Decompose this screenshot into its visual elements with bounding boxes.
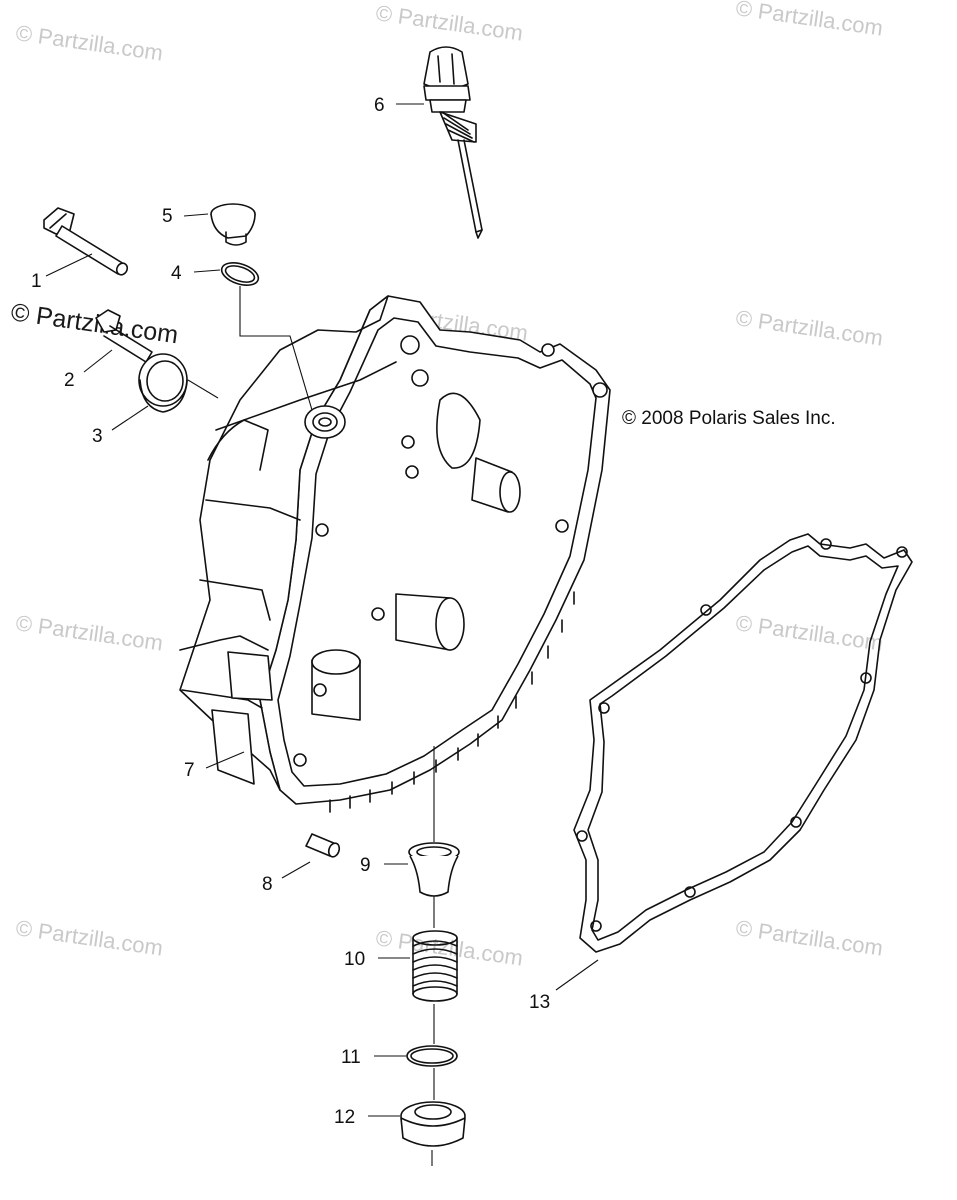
watermark: © Partzilla.com bbox=[734, 0, 884, 41]
part-1-bolt bbox=[43, 207, 129, 276]
part-4-o-ring-inner bbox=[224, 265, 256, 283]
part-5-plug bbox=[210, 203, 256, 246]
part-8-dowel-pin bbox=[305, 833, 341, 858]
callout-3: 3 bbox=[92, 426, 103, 447]
callout-8: 8 bbox=[262, 874, 273, 895]
watermark-prominent: © Partzilla.com bbox=[9, 298, 180, 349]
watermark: © Partzilla.com bbox=[734, 610, 884, 655]
callout-2: 2 bbox=[64, 370, 75, 391]
leader-lines bbox=[45, 103, 599, 1117]
watermark: © Partzilla.com bbox=[14, 610, 164, 655]
callout-5: 5 bbox=[162, 206, 173, 227]
callout-11: 11 bbox=[341, 1047, 361, 1068]
callout-13: 13 bbox=[529, 992, 550, 1013]
part-7-crankcase-cover bbox=[179, 295, 611, 813]
part-12-plug bbox=[400, 1101, 466, 1147]
callout-4: 4 bbox=[171, 263, 182, 284]
copyright-text: © 2008 Polaris Sales Inc. bbox=[622, 408, 836, 429]
watermark: © Partzilla.com bbox=[734, 305, 884, 350]
callout-9: 9 bbox=[360, 855, 371, 876]
part-3-seal bbox=[138, 353, 188, 413]
part-13-gasket bbox=[573, 533, 913, 953]
assembly-lines bbox=[187, 286, 435, 1166]
part-10-spring bbox=[412, 930, 458, 1002]
part-4-o-ring bbox=[220, 262, 260, 286]
callout-1: 1 bbox=[31, 271, 42, 292]
callout-6: 6 bbox=[374, 95, 385, 116]
callout-12: 12 bbox=[334, 1107, 355, 1128]
callout-numbers: 1 2 3 4 5 6 7 8 9 10 11 12 13 bbox=[31, 95, 550, 1128]
part-2-bolt bbox=[95, 309, 153, 363]
callout-10: 10 bbox=[344, 949, 365, 970]
part-9-sleeve bbox=[408, 842, 460, 897]
part-11-o-ring-inner bbox=[410, 1048, 454, 1064]
callout-7: 7 bbox=[184, 760, 195, 781]
watermark: © Partzilla.com bbox=[374, 0, 524, 45]
watermark: © Partzilla.com bbox=[14, 20, 164, 65]
watermark: © Partzilla.com bbox=[734, 915, 884, 960]
part-6-dipstick bbox=[423, 46, 483, 239]
part-11-o-ring bbox=[406, 1045, 458, 1067]
watermark: © Partzilla.com bbox=[14, 915, 164, 960]
